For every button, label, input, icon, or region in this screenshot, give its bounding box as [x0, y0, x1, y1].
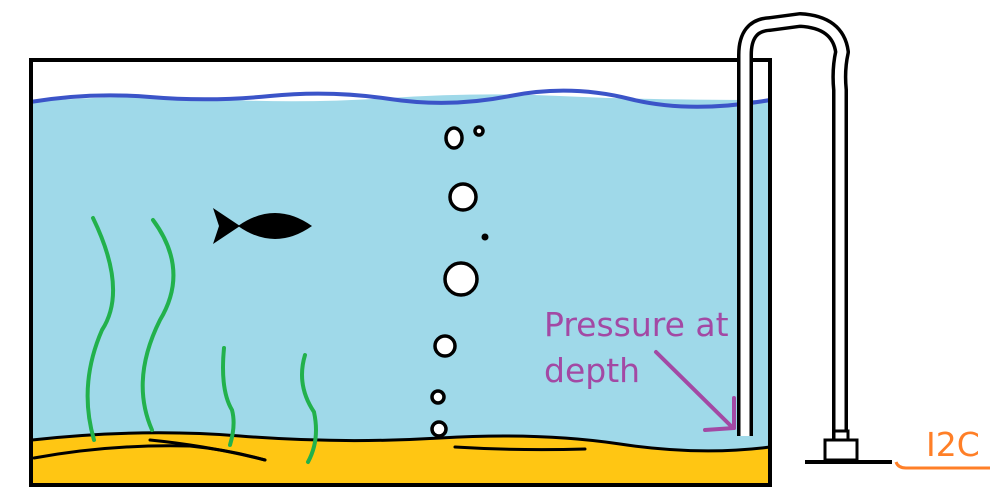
bubbles: [430, 125, 485, 438]
i2c-wire: [894, 461, 990, 470]
water: [32, 94, 770, 451]
pressure-arrow: [654, 350, 736, 432]
bubble-icon: [443, 261, 479, 297]
tube-interior: [740, 15, 847, 440]
seaweed-icon: [85, 216, 318, 464]
pressure-label-line1: Pressure at: [544, 305, 729, 344]
bubble-icon: [430, 420, 448, 438]
tank-outline: [29, 58, 772, 487]
bubble-icon: [433, 334, 457, 358]
pressure-label-line2: depth: [544, 351, 640, 390]
i2c-label: I2C: [926, 425, 980, 464]
water-surface: [29, 88, 771, 109]
sand-contours: [30, 431, 772, 462]
bubble-icon: [444, 126, 464, 150]
bubble-icon: [473, 125, 485, 137]
bubble-icon: [430, 389, 446, 405]
sand: [32, 432, 770, 484]
pressure-sensor-icon: [805, 429, 892, 464]
fish-icon: [213, 208, 312, 244]
bubble-icon: [448, 182, 478, 212]
bubble-icon: [481, 233, 489, 241]
